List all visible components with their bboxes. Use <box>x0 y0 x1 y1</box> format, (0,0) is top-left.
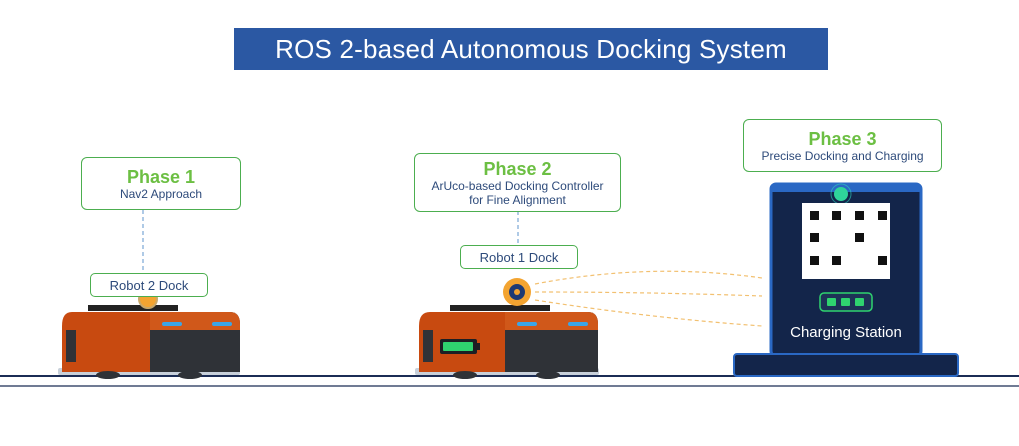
charging-station <box>733 182 959 377</box>
robot-1-dock-label: Robot 1 Dock <box>460 245 578 269</box>
scan-lines <box>534 270 763 327</box>
phase-1-box: Phase 1 Nav2 Approach <box>81 157 241 210</box>
robot-1 <box>415 278 599 379</box>
phase-3-box: Phase 3 Precise Docking and Charging <box>743 119 942 172</box>
robot-2-dock-label: Robot 2 Dock <box>90 273 208 297</box>
diagram-title: ROS 2-based Autonomous Docking System <box>234 28 828 70</box>
station-indicator-light <box>834 187 848 201</box>
phase-2-title: Phase 2 <box>483 158 552 179</box>
phase-1-title: Phase 1 <box>126 166 196 187</box>
phase-2-desc-line-1: ArUco-based Docking Controller <box>431 178 604 193</box>
phase-3-desc: Precise Docking and Charging <box>761 148 924 163</box>
robot-2 <box>58 289 240 379</box>
robot-2-orange-body <box>62 312 150 372</box>
phase-1-desc: Nav2 Approach <box>119 186 203 201</box>
charging-station-label: Charging Station <box>790 324 902 341</box>
phase-3-title: Phase 3 <box>808 128 877 149</box>
phase-2-desc-line-2: for Fine Alignment <box>469 192 566 207</box>
station-base <box>733 353 959 377</box>
phase-2-box: Phase 2 ArUco-based Docking Controller f… <box>414 153 621 212</box>
